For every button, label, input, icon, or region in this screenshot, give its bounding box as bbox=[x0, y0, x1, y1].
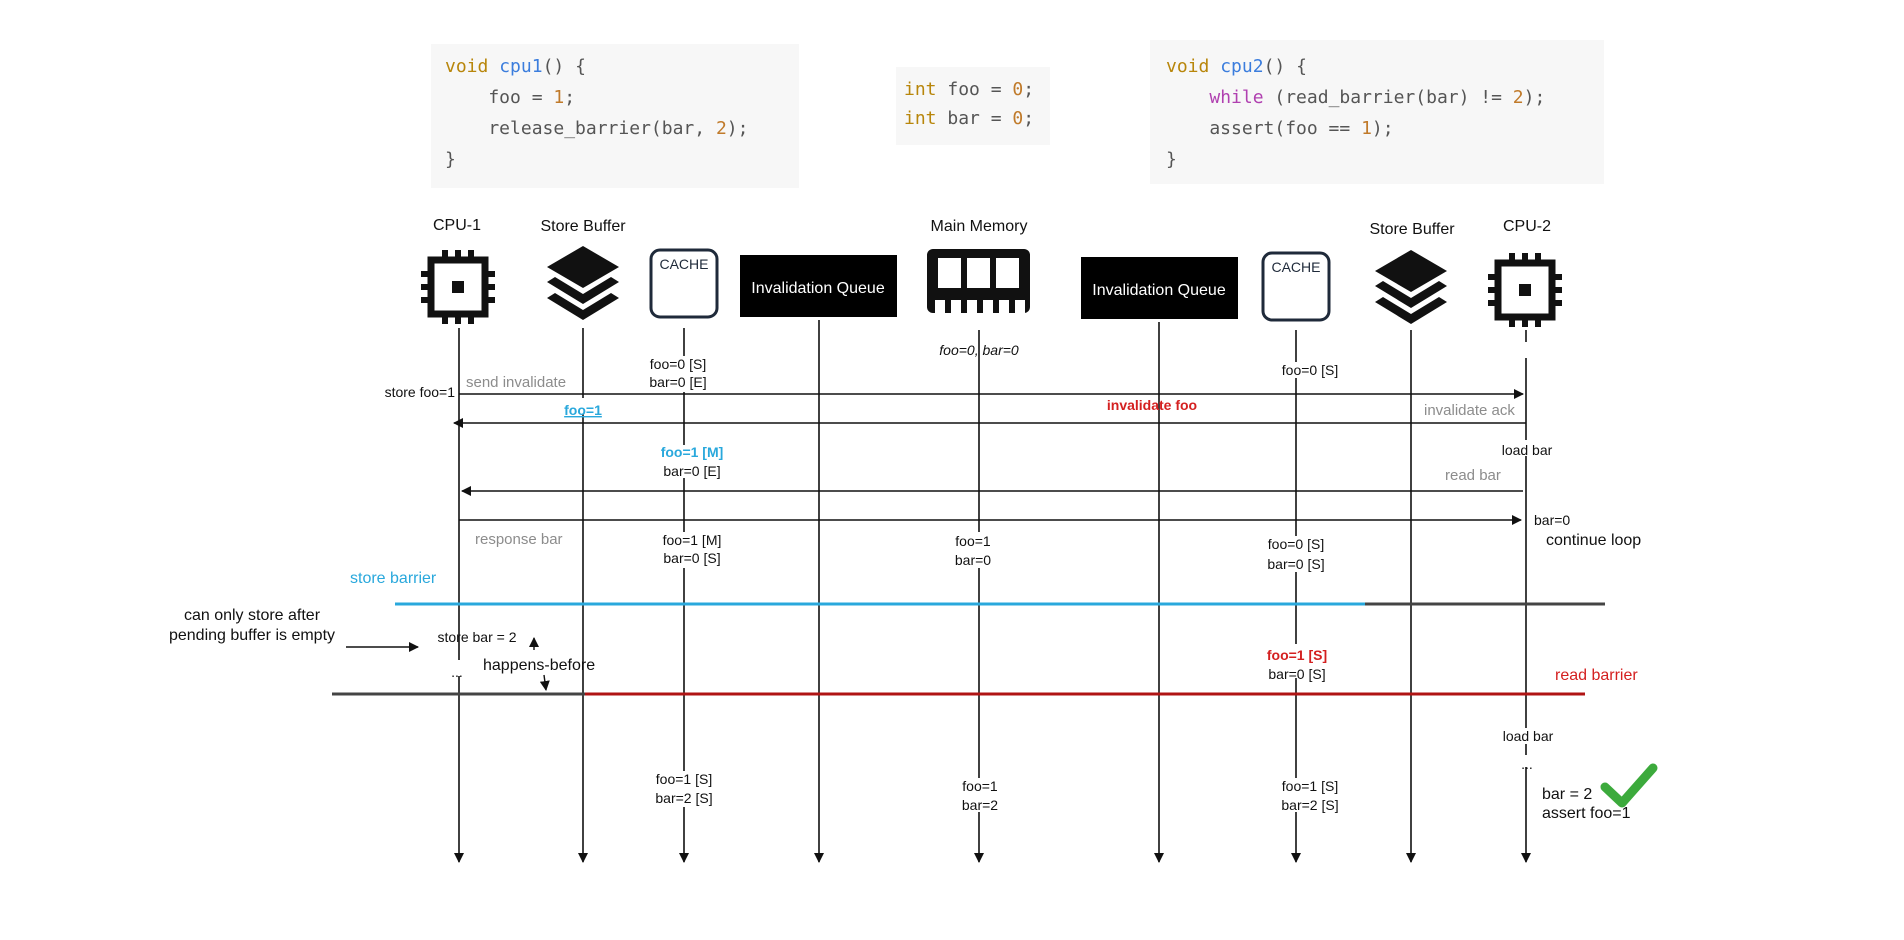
check-mark-icon bbox=[1600, 763, 1658, 808]
code-line: int bar = 0; bbox=[904, 108, 1035, 129]
cache1-state: foo=0 [S] bbox=[650, 356, 706, 372]
cache2-state: bar=0 [S] bbox=[1268, 666, 1325, 682]
memory-chip-icon bbox=[927, 249, 1030, 313]
lane-title-store-buffer-1: Store Buffer bbox=[540, 218, 626, 235]
happens-before-label: happens-before bbox=[483, 657, 595, 674]
memory-state: bar=2 bbox=[962, 797, 998, 813]
cache1-state: bar=0 [E] bbox=[663, 463, 720, 479]
invalidation-queue-label: Invalidation Queue bbox=[1092, 282, 1226, 299]
cpu1-code-box: void cpu1() { foo = 1; release_barrier(b… bbox=[431, 44, 799, 188]
load-bar-label: load bar bbox=[1503, 728, 1554, 744]
ellipsis: ... bbox=[1521, 756, 1533, 772]
globals-code-box: int foo = 0; int bar = 0; bbox=[896, 67, 1050, 145]
cache1-state: foo=1 [M] bbox=[663, 532, 722, 548]
cache1-state: foo=1 [S] bbox=[656, 771, 712, 787]
layers-icon bbox=[1375, 250, 1447, 324]
cpu-chip-icon bbox=[421, 250, 495, 324]
memory-state: foo=1 bbox=[955, 533, 991, 549]
code-line: release_barrier(bar, 2); bbox=[445, 118, 749, 139]
read-bar-label: read bar bbox=[1445, 467, 1501, 484]
lane-title-cpu2: CPU-2 bbox=[1503, 218, 1551, 235]
invalidation-queue-label: Invalidation Queue bbox=[751, 280, 885, 297]
code-line: } bbox=[1166, 149, 1177, 170]
read-barrier-label: read barrier bbox=[1555, 667, 1638, 684]
lane-title-store-buffer-2: Store Buffer bbox=[1369, 221, 1455, 238]
invalidation-queue-box bbox=[1081, 257, 1238, 319]
invalidate-foo-label: invalidate foo bbox=[1107, 397, 1197, 413]
cache2-state: bar=0 [S] bbox=[1267, 556, 1324, 572]
layers-icon bbox=[547, 246, 619, 320]
send-invalidate-label: send invalidate bbox=[466, 374, 566, 391]
bar0-label: bar=0 bbox=[1534, 512, 1570, 528]
cache2-state: bar=2 [S] bbox=[1281, 797, 1338, 813]
lane-title-main-memory: Main Memory bbox=[931, 218, 1028, 235]
code-line: } bbox=[445, 149, 456, 170]
store-buffer-foo-entry: foo=1 bbox=[564, 402, 602, 418]
ellipsis: ... bbox=[451, 664, 463, 680]
code-line: void cpu1() { bbox=[445, 56, 586, 77]
cache1-state: bar=0 [E] bbox=[649, 374, 706, 390]
cache2-state: foo=0 [S] bbox=[1268, 536, 1324, 552]
memory-initial-state: foo=0, bar=0 bbox=[939, 342, 1019, 358]
result-label: bar = 2 bbox=[1542, 786, 1592, 803]
note-text: pending buffer is empty bbox=[169, 627, 335, 644]
note-text: can only store after bbox=[184, 607, 321, 624]
invalidation-queue-box bbox=[740, 255, 897, 317]
cache2-state: foo=1 [S] bbox=[1267, 647, 1327, 663]
cpu-chip-icon bbox=[1488, 253, 1562, 327]
cache-label: CACHE bbox=[1271, 259, 1320, 275]
cache-icon bbox=[649, 248, 719, 319]
memory-state: foo=1 bbox=[962, 778, 998, 794]
code-line: while (read_barrier(bar) != 2); bbox=[1209, 87, 1546, 108]
label-pads bbox=[444, 342, 1558, 812]
memory-state: bar=0 bbox=[955, 552, 991, 568]
continue-loop-label: continue loop bbox=[1546, 532, 1641, 549]
code-line: void cpu2() { bbox=[1166, 56, 1307, 77]
response-bar-label: response bar bbox=[475, 531, 563, 548]
cpu2-code-box: void cpu2() { while (read_barrier(bar) !… bbox=[1150, 40, 1604, 184]
cache-label: CACHE bbox=[659, 256, 708, 272]
cache1-state: foo=1 [M] bbox=[661, 444, 724, 460]
cache2-state: foo=1 [S] bbox=[1282, 778, 1338, 794]
code-line: int foo = 0; bbox=[904, 79, 1035, 100]
lane-title-cpu1: CPU-1 bbox=[433, 217, 481, 234]
happens-before-arrow-down bbox=[539, 674, 550, 691]
store-foo-label: store foo=1 bbox=[385, 384, 456, 400]
cache2-state: foo=0 [S] bbox=[1282, 362, 1338, 378]
store-barrier-label: store barrier bbox=[350, 570, 437, 587]
code-line: assert(foo == 1); bbox=[1166, 118, 1394, 139]
invalidate-ack-label: invalidate ack bbox=[1424, 402, 1515, 419]
result-label: assert foo=1 bbox=[1542, 805, 1631, 822]
store-bar-label: store bar = 2 bbox=[438, 629, 517, 645]
code-line: foo = 1; bbox=[445, 87, 576, 108]
cache1-state: bar=2 [S] bbox=[655, 790, 712, 806]
load-bar-label: load bar bbox=[1502, 442, 1553, 458]
cache1-state: bar=0 [S] bbox=[663, 550, 720, 566]
cache-icon bbox=[1261, 251, 1331, 322]
